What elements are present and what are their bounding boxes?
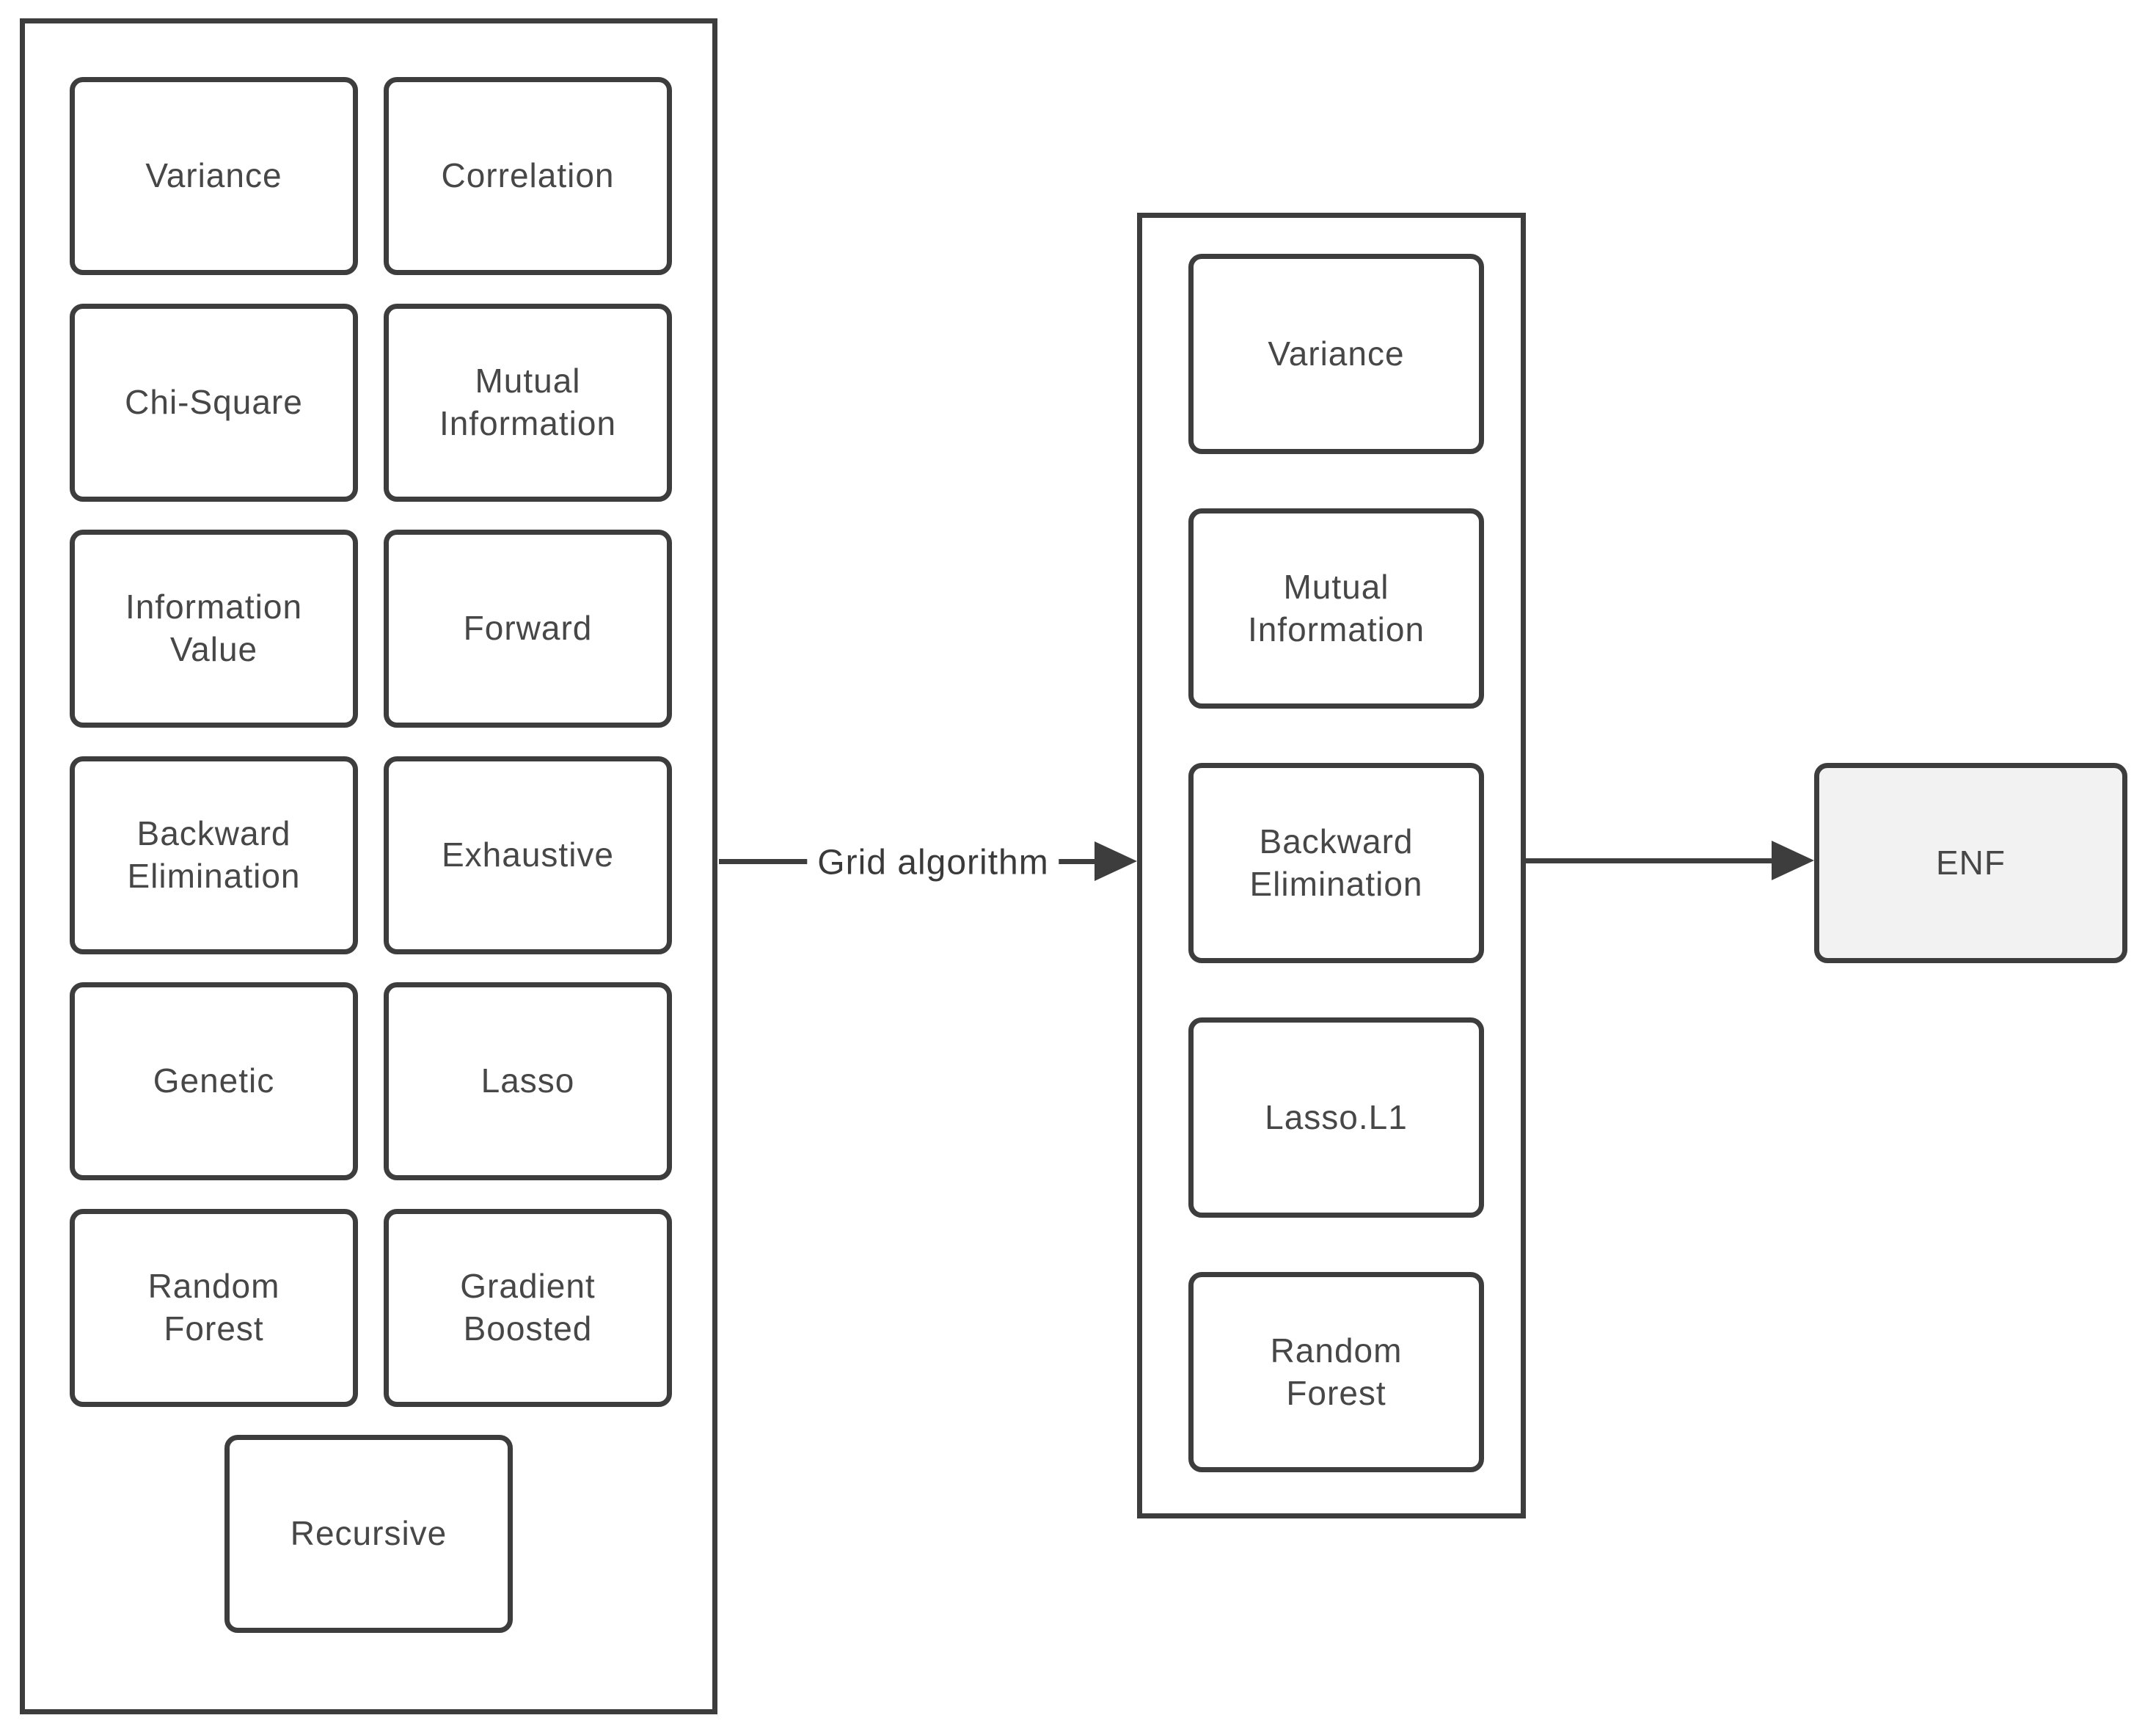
method-box-label: Mutual Information: [439, 362, 617, 442]
method-box-genetic: Genetic: [70, 982, 358, 1180]
method-box-label: Recursive: [290, 1514, 447, 1553]
method-box-information-value: Information Value: [70, 530, 358, 728]
method-box-chi-square: Chi-Square: [70, 304, 358, 502]
selected-box-label: Backward Elimination: [1249, 822, 1423, 903]
method-box-lasso: Lasso: [384, 982, 672, 1180]
selected-box-label: Lasso.L1: [1265, 1097, 1408, 1136]
method-box-label: Chi-Square: [125, 383, 303, 422]
method-box-mutual-information: Mutual Information: [384, 304, 672, 502]
method-box-variance: Variance: [70, 77, 358, 275]
method-box-label: Gradient Boosted: [460, 1267, 596, 1348]
method-box-label: Information Value: [125, 588, 303, 668]
method-box-forward: Forward: [384, 530, 672, 728]
arrowhead-right-icon: [1095, 841, 1137, 881]
method-box-label: Lasso: [480, 1061, 575, 1100]
method-box-recursive: Recursive: [224, 1435, 513, 1633]
method-box-gradient-boosted: Gradient Boosted: [384, 1209, 672, 1407]
enf-box: ENF: [1814, 763, 2127, 963]
method-box-label: Backward Elimination: [127, 814, 301, 895]
enf-box-label: ENF: [1936, 843, 2006, 882]
method-box-label: Random Forest: [147, 1267, 280, 1348]
selected-box-random-forest: Random Forest: [1188, 1272, 1484, 1472]
method-box-backward-elimination: Backward Elimination: [70, 756, 358, 954]
selected-box-label: Variance: [1268, 334, 1405, 373]
selected-box-backward-elimination: Backward Elimination: [1188, 763, 1484, 963]
method-box-exhaustive: Exhaustive: [384, 756, 672, 954]
candidate-methods-panel: [20, 18, 717, 1714]
method-box-random-forest: Random Forest: [70, 1209, 358, 1407]
method-box-label: Correlation: [441, 156, 615, 195]
selected-methods-panel: [1137, 213, 1526, 1518]
method-box-label: Genetic: [153, 1061, 275, 1100]
selected-box-label: Mutual Information: [1247, 567, 1425, 648]
selected-box-mutual-information: Mutual Information: [1188, 508, 1484, 709]
method-box-label: Variance: [145, 156, 282, 195]
selected-box-lasso-l1: Lasso.L1: [1188, 1017, 1484, 1218]
arrow-line-to-enf: [1526, 858, 1775, 863]
selected-box-label: Random Forest: [1270, 1331, 1403, 1412]
arrowhead-right-icon: [1772, 841, 1814, 880]
selected-box-variance: Variance: [1188, 254, 1484, 454]
method-box-label: Exhaustive: [441, 836, 614, 874]
method-box-correlation: Correlation: [384, 77, 672, 275]
arrow-label-grid-algorithm: Grid algorithm: [807, 841, 1059, 885]
method-box-label: Forward: [463, 609, 593, 648]
